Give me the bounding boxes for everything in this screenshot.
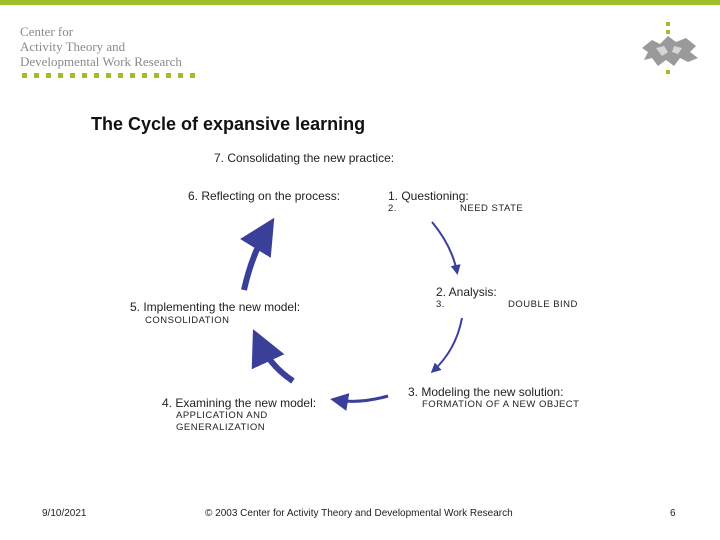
logo-line: Activity Theory and <box>20 39 126 54</box>
step-4-caption-line-2: GENERALIZATION <box>176 422 266 433</box>
page-title: The Cycle of expansive learning <box>91 114 366 134</box>
arrow-4-to-5 <box>251 329 295 384</box>
step-4-label: 4. Examining the new model: <box>162 396 317 410</box>
logo-line: Center for <box>20 24 74 39</box>
step-1-number: 2. <box>388 203 397 214</box>
step-7-label: 7. Consolidating the new practice: <box>214 151 395 165</box>
step-6-label: 6. Reflecting on the process: <box>188 189 341 203</box>
step-5-caption: CONSOLIDATION <box>145 315 230 326</box>
logo-dotted-line <box>22 73 195 78</box>
arrow-1-to-2 <box>431 221 461 275</box>
page-number: 6 <box>670 508 676 519</box>
step-3-label: 3. Modeling the new solution: <box>408 385 564 399</box>
step-5-label: 5. Implementing the new model: <box>130 300 301 314</box>
arrow-2-to-3 <box>430 317 463 374</box>
step-3-caption: FORMATION OF A NEW OBJECT <box>422 399 580 410</box>
footer-copyright: © 2003 Center for Activity Theory and De… <box>205 508 513 519</box>
arrow-5-to-6 <box>240 217 275 291</box>
logo-line: Developmental Work Research <box>20 54 182 69</box>
organization-logo-text: Center for Activity Theory and Developme… <box>20 24 182 69</box>
step-4-caption-line-1: APPLICATION AND <box>176 410 268 421</box>
step-1-caption: NEED STATE <box>460 203 524 214</box>
step-2-caption: DOUBLE BIND <box>508 299 578 310</box>
top-accent-bar <box>0 0 720 5</box>
arrow-3-to-4 <box>330 393 389 411</box>
step-2-number: 3. <box>436 299 445 310</box>
step-1-label: 1. Questioning: <box>388 189 469 203</box>
footer-date: 9/10/2021 <box>42 508 87 519</box>
university-emblem-icon <box>642 22 698 74</box>
step-2-label: 2. Analysis: <box>436 285 497 299</box>
